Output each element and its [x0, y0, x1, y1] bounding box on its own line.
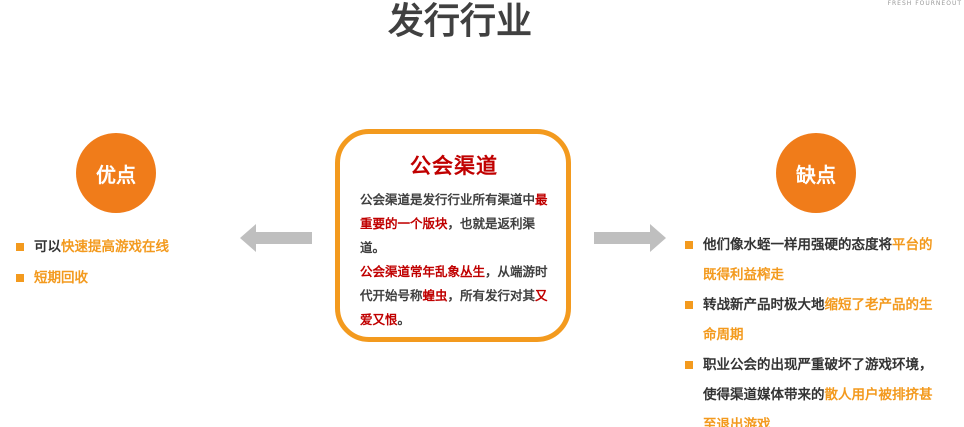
center-title: 公会渠道 [410, 154, 498, 178]
item-highlight: 快速提高游戏在线 [61, 239, 169, 255]
page-title: 发行行业 [387, 1, 532, 42]
square-bullet-icon [685, 361, 693, 369]
item-text: 可以 [34, 239, 61, 255]
center-body: 公会渠道是发行行业所有渠道中最重要的一个版块，也就是返利渠道。 公会渠道常年乱象… [360, 188, 548, 332]
center-text-red: 公会渠道常年乱象丛生 [360, 264, 486, 279]
square-bullet-icon [16, 274, 24, 282]
center-text: ，也就是返利渠道。 [360, 216, 536, 255]
pros-list: 可以快速提高游戏在线 短期回收 [16, 232, 236, 294]
item-highlight: 缩短了老产品的生命周期 [703, 297, 933, 343]
list-item: 可以快速提高游戏在线 [16, 232, 236, 263]
cons-list: 他们像水蛭一样用强硬的态度将平台的既得利益榨走 转战新产品时极大地缩短了老产品的… [685, 230, 935, 427]
item-highlight: 散人用户被排挤甚至退出游戏 [703, 387, 933, 427]
item-highlight: 短期回收 [34, 270, 88, 286]
center-text: 公会渠道是发行行业所有渠道中 [360, 192, 536, 207]
list-item: 转战新产品时极大地缩短了老产品的生命周期 [685, 290, 935, 350]
center-text-red: 蝗虫 [422, 288, 448, 303]
list-item: 他们像水蛭一样用强硬的态度将平台的既得利益榨走 [685, 230, 935, 290]
list-item: 职业公会的出现严重破坏了游戏环境，使得渠道媒体带来的散人用户被排挤甚至退出游戏 [685, 350, 935, 427]
item-highlight: 平台的既得利益榨走 [703, 237, 933, 283]
cons-circle: 缺点 [776, 133, 856, 213]
item-text: 他们像水蛭一样用强硬的态度将 [703, 237, 892, 253]
pros-circle: 优点 [76, 133, 156, 213]
corner-watermark: FRESH FOURNEOUT [887, 0, 962, 7]
pros-label: 优点 [96, 162, 136, 187]
item-text: 职业公会的出现严重破坏了游戏环境，使得渠道媒体带来的 [703, 357, 933, 403]
item-text: 转战新产品时极大地 [703, 297, 825, 313]
center-text-red: 最重要的一个版块 [360, 192, 548, 231]
center-text: ，所有发行对其 [447, 288, 536, 303]
square-bullet-icon [685, 241, 693, 249]
square-bullet-icon [685, 301, 693, 309]
list-item: 短期回收 [16, 263, 236, 294]
arrow-left-icon [240, 224, 312, 252]
center-text: ，从端游时代开始号称 [360, 264, 548, 303]
center-text: 。 [397, 312, 411, 327]
square-bullet-icon [16, 243, 24, 251]
center-card: 公会渠道 公会渠道是发行行业所有渠道中最重要的一个版块，也就是返利渠道。 公会渠… [335, 129, 571, 342]
arrow-right-icon [594, 224, 666, 252]
center-text-red: 又爱又恨 [360, 288, 548, 327]
cons-label: 缺点 [796, 162, 836, 187]
